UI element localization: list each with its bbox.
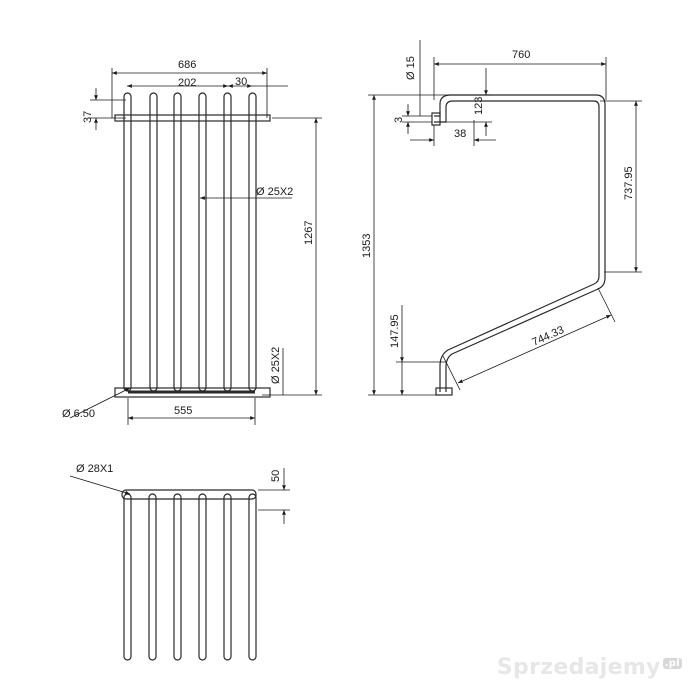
dim-end-length: 38: [454, 128, 466, 140]
front-tube-3: [173, 92, 182, 392]
dim-top-tube-dia: Ø 15: [405, 56, 417, 80]
dim-rail-dia: Ø 28X1: [76, 463, 113, 475]
dim-total-height: 1353: [361, 234, 373, 258]
bottom-tube-2: [148, 493, 157, 661]
dim-height: 1267: [303, 221, 315, 245]
front-tube-6: [248, 92, 257, 392]
dim-diagonal: 744.33: [530, 324, 566, 349]
watermark-logo: Sprzedajemy.pl: [496, 655, 682, 680]
front-tube-2: [149, 92, 158, 392]
dim-right-height: 737.95: [623, 166, 635, 200]
side-tube-profile: [434, 94, 606, 392]
dim-spacing: 202: [178, 77, 196, 89]
dim-bottom-height: 147.95: [389, 314, 401, 348]
dim-top-offset: 37: [82, 111, 94, 123]
bottom-vertical-tubes: [123, 493, 257, 661]
dim-bottom-width: 555: [174, 405, 192, 417]
front-tube-1: [123, 92, 132, 392]
bottom-tube-3: [173, 493, 182, 661]
dim-end-offset: 30: [235, 76, 247, 88]
bottom-tube-4: [198, 493, 207, 661]
bottom-tube-1: [123, 493, 132, 661]
bottom-rail: [121, 489, 257, 500]
front-top-crossbar: [114, 114, 271, 122]
dim-tube-dia: Ø 25X2: [256, 186, 293, 198]
side-view: 760 Ø 15 123 3 38 737.95 1353: [361, 40, 642, 396]
dim-top-length: 760: [512, 49, 530, 61]
front-vertical-tubes: [123, 92, 257, 392]
bottom-tube-5: [223, 493, 232, 661]
bottom-tube-6: [248, 493, 257, 661]
dim-small-gap: 3: [393, 117, 405, 123]
dim-lower-tube-dia: Ø 25X2: [270, 347, 282, 384]
dim-top-drop: 123: [473, 97, 485, 115]
front-tube-4: [198, 92, 207, 392]
side-top-end-cap: [431, 112, 441, 126]
front-tube-5: [223, 92, 232, 392]
dim-rail-height: 50: [270, 470, 282, 482]
side-bottom-foot: [435, 387, 453, 396]
bottom-view: Ø 28X1 50: [69, 463, 290, 661]
dim-overall-width: 686: [178, 59, 196, 71]
front-bottom-crossbar: [114, 387, 271, 398]
dim-hole-dia: Ø 6.50: [62, 408, 95, 420]
front-view: 686 202 30 37 1267 Ø 25X2 Ø 25X2 Ø 6.50 …: [62, 59, 322, 425]
